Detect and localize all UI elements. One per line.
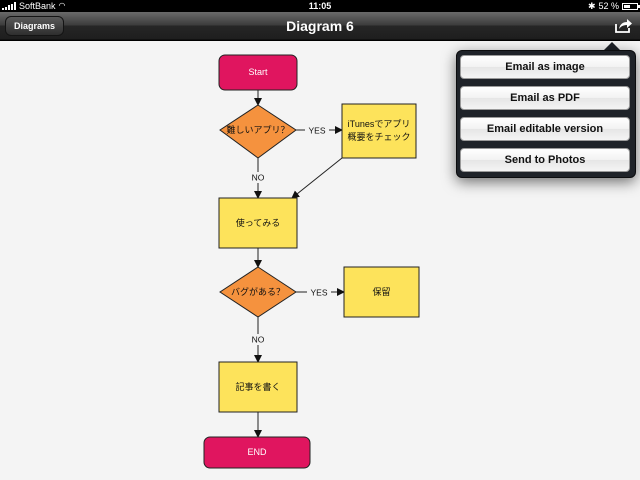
svg-text:END: END [247, 447, 267, 457]
email-as-pdf-button[interactable]: Email as PDF [460, 86, 630, 110]
share-icon[interactable] [612, 15, 634, 37]
svg-text:保留: 保留 [372, 286, 390, 297]
node-write-article[interactable]: 記事を書く [218, 361, 298, 413]
no-label: NO [252, 173, 265, 183]
svg-text:Start: Start [248, 67, 268, 77]
signal-icon [2, 2, 16, 10]
send-to-photos-button[interactable]: Send to Photos [460, 148, 630, 172]
node-end[interactable]: END [203, 436, 311, 469]
no-label: NO [252, 335, 265, 345]
status-bar: SoftBank ◠ 11:05 ✱ 52 % [0, 0, 640, 12]
wifi-icon: ◠ [58, 1, 66, 10]
connector-check-try [291, 157, 343, 199]
battery-percent: 52 % [598, 1, 619, 11]
bluetooth-icon: ✱ [587, 1, 596, 11]
node-decision-difficult-app[interactable]: 難しいアプリ？ [219, 104, 297, 159]
node-check-itunes[interactable]: iTunesでアプリ 概要をチェック [341, 103, 417, 159]
svg-text:使ってみる: 使ってみる [236, 217, 281, 228]
yes-label: YES [308, 126, 325, 136]
battery-icon [622, 2, 640, 10]
svg-text:バグがある？: バグがある？ [231, 286, 285, 297]
flowchart: YES NO YES NO Start 難しいアプリ？ iTunesでアプリ 概… [203, 54, 420, 469]
node-decision-has-bug[interactable]: バグがある？ [219, 266, 297, 318]
carrier-name: SoftBank [19, 1, 56, 11]
yes-label: YES [310, 288, 327, 298]
navigation-bar: Diagram 6 Diagrams [0, 12, 640, 40]
node-try-it[interactable]: 使ってみる [218, 197, 298, 249]
svg-text:難しいアプリ？: 難しいアプリ？ [226, 124, 289, 135]
svg-text:記事を書く: 記事を書く [235, 381, 280, 392]
svg-text:iTunesでアプリ: iTunesでアプリ [348, 119, 411, 129]
svg-text:概要をチェック: 概要をチェック [347, 131, 410, 142]
page-title: Diagram 6 [286, 18, 354, 34]
node-hold[interactable]: 保留 [343, 266, 420, 318]
email-as-image-button[interactable]: Email as image [460, 55, 630, 79]
clock: 11:05 [308, 1, 332, 11]
share-menu-popover: Email as image Email as PDF Email editab… [456, 50, 636, 178]
popover-arrow [604, 42, 620, 50]
email-editable-version-button[interactable]: Email editable version [460, 117, 630, 141]
node-start[interactable]: Start [218, 54, 298, 91]
back-button[interactable]: Diagrams [5, 16, 65, 36]
